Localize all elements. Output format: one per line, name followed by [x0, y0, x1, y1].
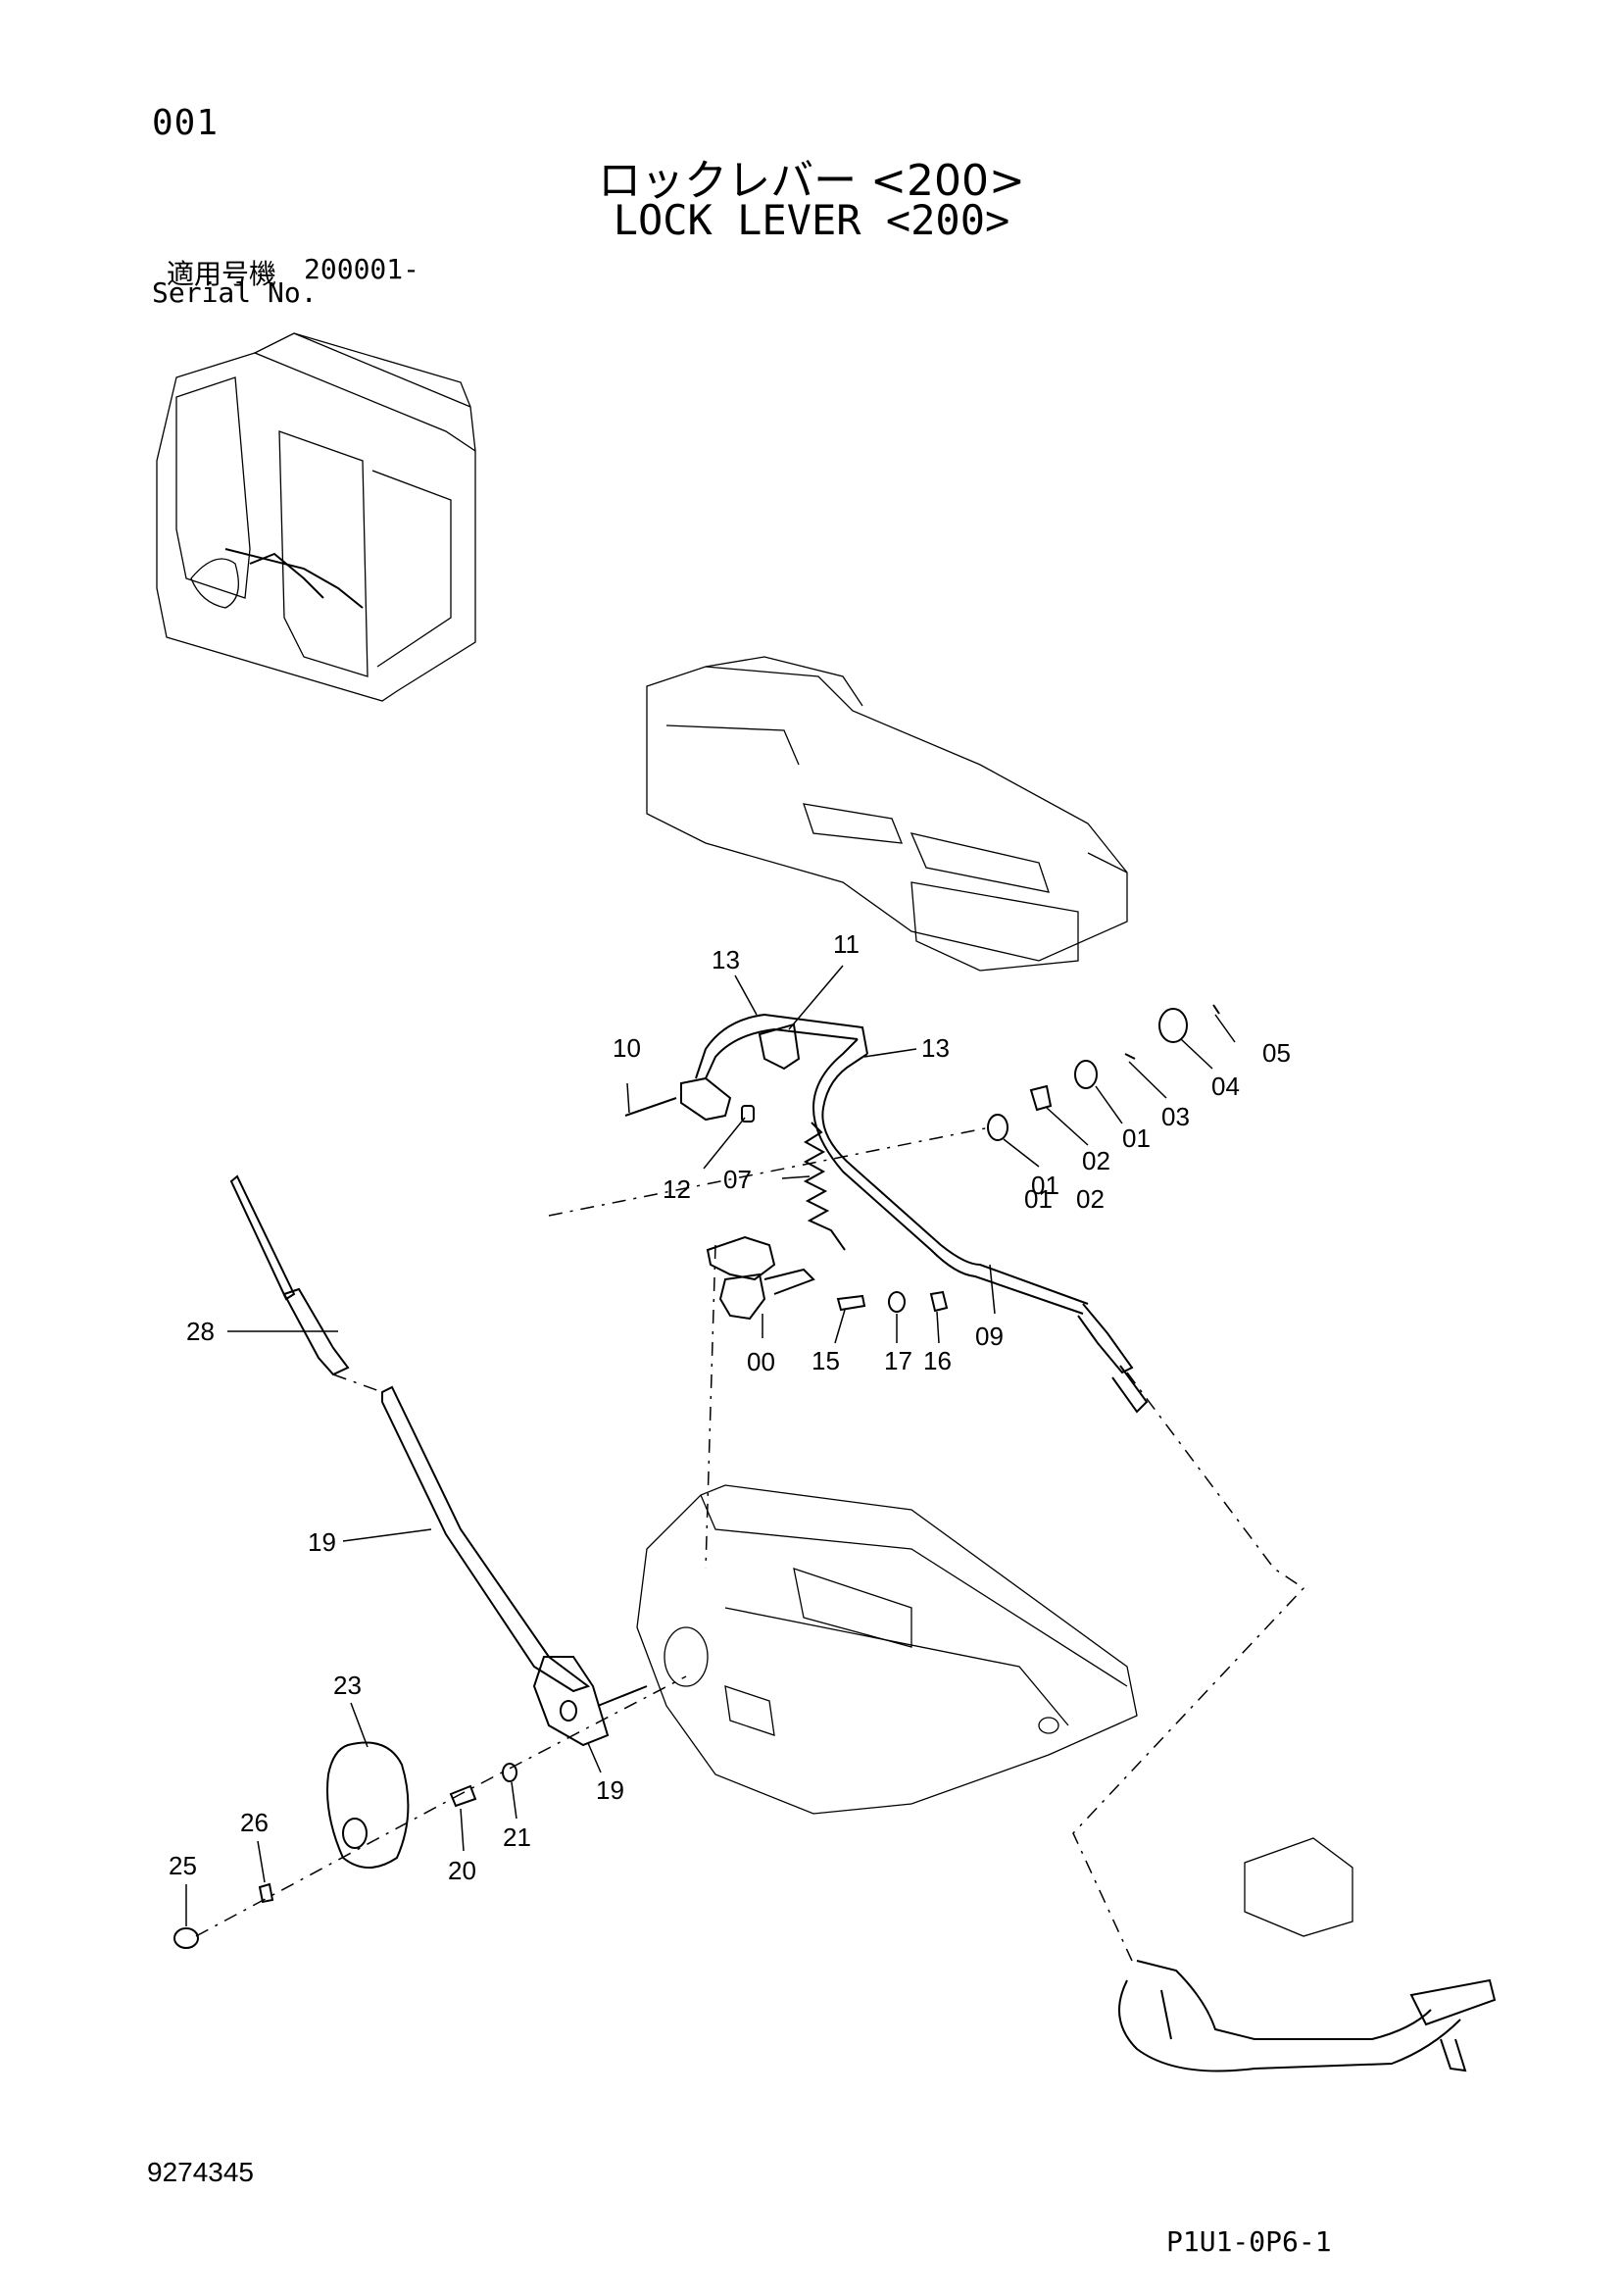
callout-label: 01 — [1024, 1184, 1053, 1214]
serial-number-range: 200001- — [304, 253, 420, 285]
callout-label: 03 — [1161, 1102, 1190, 1131]
callout-label: 04 — [1211, 1072, 1240, 1101]
lock-switch — [706, 1235, 949, 1321]
sheet-code: P1U1-0P6-1 — [1166, 2225, 1332, 2258]
document-number: 9274345 — [147, 2157, 255, 2187]
part-callouts: 13 11 10 13 05 04 03 01 02 01 12 07 01 0… — [169, 929, 1291, 1885]
assembly-center-lines — [195, 1126, 1305, 1962]
callout-label: 17 — [884, 1346, 912, 1375]
callout-label: 20 — [448, 1856, 476, 1885]
callout-label: 19 — [308, 1527, 336, 1557]
callout-label: 23 — [333, 1671, 362, 1700]
page-code: 001 — [152, 103, 220, 143]
spring — [803, 1122, 846, 1251]
lock-lever — [229, 1174, 648, 1747]
serial-label-english: Serial No. — [152, 276, 318, 309]
callout-label: 16 — [923, 1346, 952, 1375]
callout-label: 10 — [613, 1033, 641, 1063]
callout-label: 05 — [1262, 1038, 1291, 1068]
callout-label: 19 — [596, 1775, 624, 1805]
left-console-housing — [636, 1484, 1138, 1815]
washers-and-collars — [987, 1004, 1220, 1141]
callout-label: 28 — [186, 1317, 215, 1346]
cab-thumbnail — [156, 332, 476, 702]
callout-label: 26 — [240, 1808, 269, 1837]
right-console-housing — [646, 656, 1128, 972]
callout-label: 01 — [1031, 1171, 1059, 1200]
callout-label: 13 — [921, 1033, 950, 1063]
pilot-valve-assembly — [1118, 1837, 1497, 2072]
lever-knob — [173, 1741, 517, 1949]
switch-harness-assembly — [624, 1013, 1149, 1414]
callout-label: 15 — [812, 1346, 840, 1375]
callout-label: 11 — [833, 929, 860, 959]
callout-label: 00 — [747, 1347, 775, 1376]
callout-label: 09 — [975, 1322, 1004, 1351]
page-title-japanese: ロックレバー <200> — [598, 156, 1025, 206]
page-title-english: LOCK LEVER <200> — [613, 196, 1010, 244]
callout-label: 02 — [1076, 1184, 1105, 1214]
callout-label: 25 — [169, 1851, 197, 1880]
callout-label: 02 — [1082, 1146, 1110, 1175]
callout-label: 13 — [712, 945, 740, 974]
serial-label-japanese: 適用号機 — [167, 258, 277, 290]
leader-lines — [185, 965, 1236, 1926]
callout-label: 21 — [503, 1822, 531, 1852]
callout-label: 01 — [1122, 1123, 1151, 1153]
callout-label: 12 — [663, 1174, 691, 1204]
callout-label: 07 — [723, 1165, 752, 1194]
